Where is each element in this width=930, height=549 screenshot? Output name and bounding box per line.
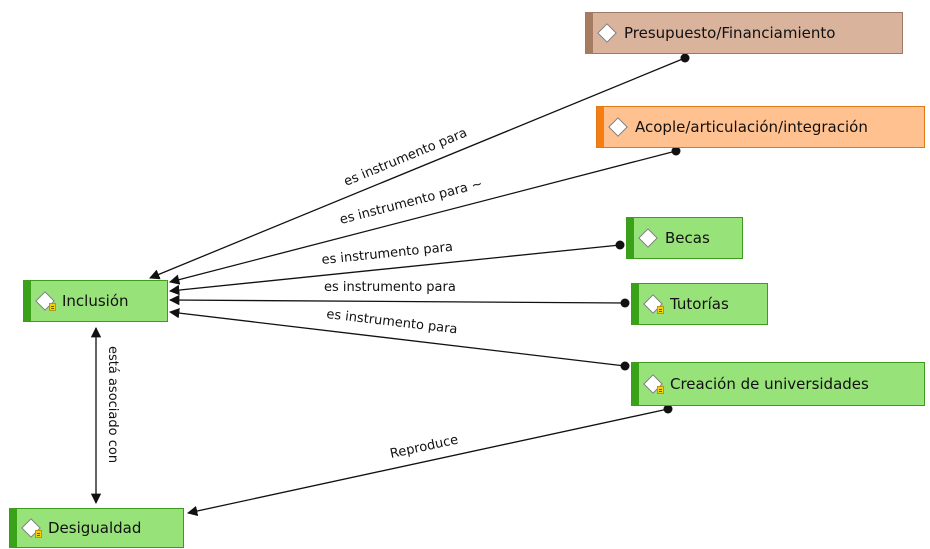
link-start-dot [620,298,630,308]
diamond-icon [637,227,659,249]
diamond-icon [34,290,56,312]
link-creacion-inclusion[interactable] [168,307,626,367]
link-acople-inclusion[interactable] [168,150,677,285]
node-acople[interactable]: Acople/articulación/integración [596,106,925,148]
memo-note-icon [657,386,664,394]
node-label: Tutorías [670,295,729,313]
link-start-dot [620,361,630,371]
node-stripe [24,281,31,321]
memo-note-icon [657,306,664,314]
link-creacion-desigualdad[interactable] [186,408,669,517]
link-start-dot [671,146,681,156]
link-start-dot [615,240,625,250]
node-stripe [632,284,639,324]
node-desigualdad[interactable]: Desigualdad [9,508,184,548]
node-stripe [627,218,634,258]
node-presupuesto[interactable]: Presupuesto/Financiamiento [585,12,903,54]
node-becas[interactable]: Becas [626,217,743,259]
label-tutorias-inclusion: es instrumento para [324,280,456,295]
memo-note-icon [35,530,42,538]
diamond-icon [596,22,618,44]
memo-note-icon [49,303,56,311]
node-stripe [10,509,17,547]
label-creacion-desigualdad: Reproduce [389,433,460,462]
node-stripe [632,363,639,405]
link-becas-inclusion[interactable] [168,244,621,296]
link-presupuesto-inclusion[interactable] [149,57,686,280]
link-start-dot [680,53,690,63]
diamond-icon [20,517,42,539]
node-label: Inclusión [62,292,129,310]
node-tutorias[interactable]: Tutorías [631,283,768,325]
node-label: Becas [665,229,710,247]
link-start-dot [663,404,673,414]
node-stripe [586,13,593,53]
link-tutorias-inclusion[interactable] [168,294,626,306]
node-inclusion[interactable]: Inclusión [23,280,168,322]
node-stripe [597,107,604,147]
node-creacion[interactable]: Creación de universidades [631,362,925,406]
node-label: Desigualdad [48,519,142,537]
node-label: Creación de universidades [670,375,869,393]
diamond-icon [642,373,664,395]
diamond-icon [607,116,629,138]
diamond-icon [642,293,664,315]
node-label: Presupuesto/Financiamiento [624,24,836,42]
label-inclusion-desigualdad: está asociado con [105,346,120,463]
node-label: Acople/articulación/integración [635,118,868,136]
label-presupuesto-inclusion: es instrumento para [342,126,470,190]
